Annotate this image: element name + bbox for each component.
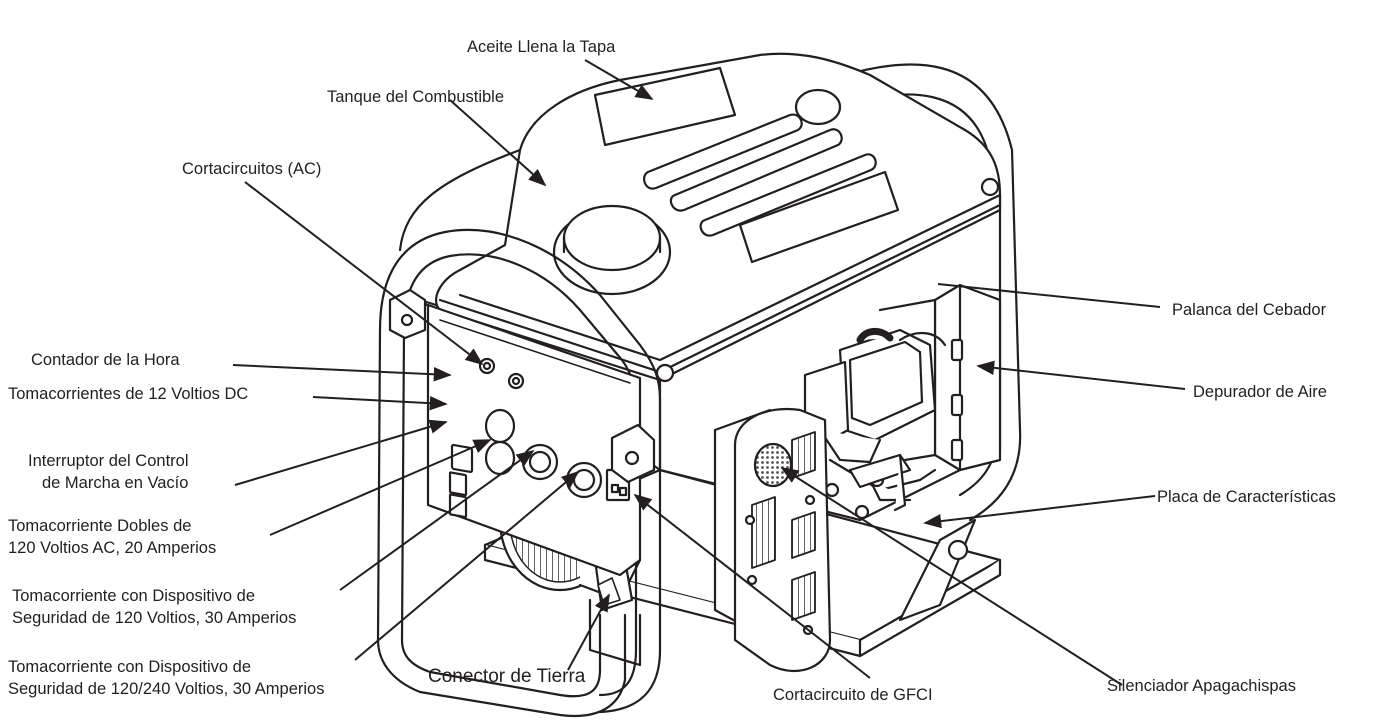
label-locking-outlet-120-240: Tomacorriente con Dispositivo de Segurid… — [8, 658, 325, 698]
fuel-tank — [434, 52, 1002, 383]
label-air-cleaner: Depurador de Aire — [1193, 383, 1327, 401]
leader-circuit-breakers — [244, 181, 484, 366]
label-hour-meter: Contador de la Hora — [31, 351, 180, 369]
control-panel — [388, 288, 656, 577]
leader-dc-outlets — [312, 395, 448, 411]
leader-choke-lever — [937, 283, 1161, 308]
label-spark-arrestor-muffler: Silenciador Apagachispas — [1107, 677, 1296, 695]
leader-locking-120-240 — [354, 470, 580, 661]
label-dc-outlets: Tomacorrientes de 12 Voltios DC — [8, 385, 249, 403]
label-duplex-outlets: Tomacorriente Dobles de 120 Voltios AC, … — [8, 517, 217, 557]
label-circuit-breakers-ac: Cortacircuitos (AC) — [182, 160, 322, 178]
leader-air-cleaner — [976, 360, 1186, 390]
label-oil-fill-cap: Aceite Llena la Tapa — [467, 38, 616, 56]
label-gfci-breaker: Cortacircuito de GFCI — [773, 686, 933, 704]
muffler — [713, 407, 832, 673]
leader-oil-fill-cap — [584, 59, 654, 100]
label-data-plate: Placa de Características — [1157, 488, 1336, 506]
leader-duplex-outlets — [269, 439, 492, 536]
label-idle-control-switch: Interruptor del Control de Marcha en Vac… — [28, 452, 189, 492]
leader-spark-arrestor — [780, 467, 1123, 686]
label-choke-lever: Palanca del Cebador — [1172, 301, 1327, 319]
leader-fuel-tank — [449, 99, 547, 187]
leader-gfci — [633, 493, 871, 679]
label-fuel-tank: Tanque del Combustible — [327, 88, 505, 106]
leader-locking-120 — [339, 449, 535, 591]
front-frame-tube — [376, 228, 662, 718]
label-ground-connector: Conector de Tierra — [428, 666, 586, 687]
leader-hour-meter — [232, 364, 452, 382]
label-locking-outlet-120: Tomacorriente con Dispositivo de Segurid… — [12, 587, 297, 627]
leader-lines — [232, 59, 1186, 686]
leader-ground-connector — [567, 593, 610, 671]
leader-idle-switch — [234, 419, 448, 486]
leader-data-plate — [923, 495, 1156, 529]
